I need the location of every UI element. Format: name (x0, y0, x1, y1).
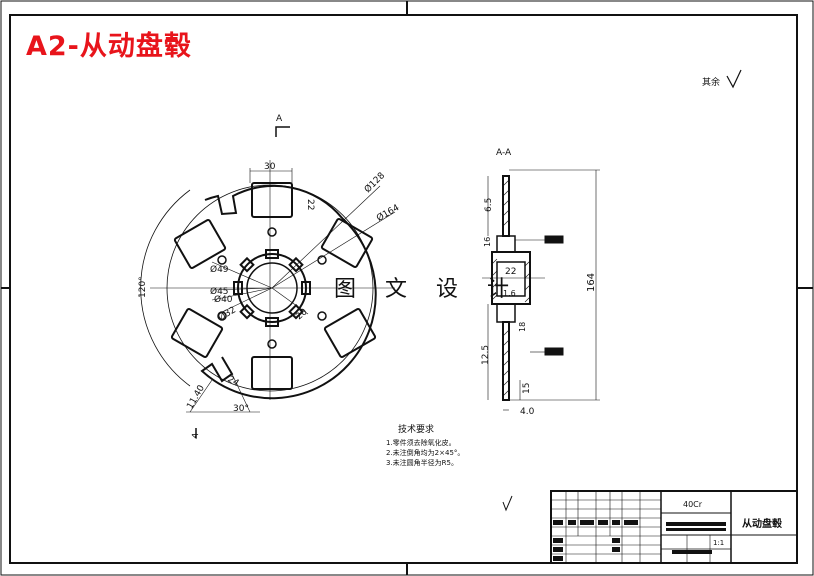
tech-line-3: 3.未注圆角半径为R5。 (386, 458, 458, 467)
dim-d32: Ø32 (216, 304, 238, 323)
rivet-holes (217, 227, 327, 349)
dim-6-5: 6.5 (484, 198, 494, 212)
title-block-texts: 40Cr 从动盘毂 1:1 (683, 500, 782, 547)
part-name-text: 从动盘毂 (742, 517, 782, 530)
material-text: 40Cr (683, 500, 703, 509)
center-lines (150, 160, 396, 413)
dim-30deg: 30° (233, 404, 249, 414)
dim-120deg: 120° (138, 276, 148, 298)
scale-text: 1:1 (713, 539, 724, 547)
roughness-symbols (502, 235, 564, 512)
section-view (482, 169, 600, 512)
section-hatching (491, 179, 531, 397)
section-cut-marks (195, 126, 290, 438)
dim-4-0: 4.0 (520, 407, 535, 417)
section-mark-bottom: A (190, 431, 201, 440)
dim-d164: Ø164 (375, 202, 402, 224)
section-view-dims: A-A 6.5 16 22 1.6 18 12.5 15 4.0 164 (481, 148, 597, 417)
dim-15: 15 (522, 383, 532, 394)
dim-18: 18 (518, 322, 527, 332)
tech-line-1: 1.零件须去除氧化皮。 (386, 438, 456, 447)
dim-1-6: 1.6 (503, 289, 516, 298)
section-mark-top: A (276, 114, 283, 124)
tech-heading: 技术要求 (398, 423, 434, 435)
section-dim-lines (487, 169, 600, 411)
dim-16a: 16 (483, 237, 492, 247)
section-hub (491, 251, 531, 305)
angle-arc (140, 189, 191, 387)
dim-12-5: 12.5 (481, 345, 491, 365)
dim-11: 11.40 (185, 383, 207, 411)
drawing-title: A2-从动盘毂 (26, 31, 192, 62)
dim-20: 20 (294, 307, 309, 322)
section-view-label: A-A (496, 148, 512, 158)
title-block (550, 490, 798, 564)
technical-requirements: 技术要求 1.零件须去除氧化皮。 2.未注倒角均为2×45°。 3.未注圆角半径… (386, 423, 464, 467)
dim-d45: Ø45 (210, 286, 229, 297)
dim-22-side: 22 (505, 267, 516, 277)
watermark-text: 图 文 设 计 (334, 277, 520, 302)
front-view (140, 126, 396, 438)
dim-d40: Ø40 (214, 294, 233, 305)
dim-22: 22 (305, 199, 315, 210)
spring-windows (170, 182, 377, 390)
dim-d49: Ø49 (210, 264, 229, 275)
disc-outline (200, 184, 377, 400)
dim-30: 30 (264, 162, 276, 172)
svg-text:其余: 其余 (702, 76, 720, 88)
roughness-note: 其余 (702, 69, 742, 89)
tech-line-2: 2.未注倒角均为2×45°。 (386, 448, 464, 457)
dim-164: 164 (586, 273, 597, 292)
